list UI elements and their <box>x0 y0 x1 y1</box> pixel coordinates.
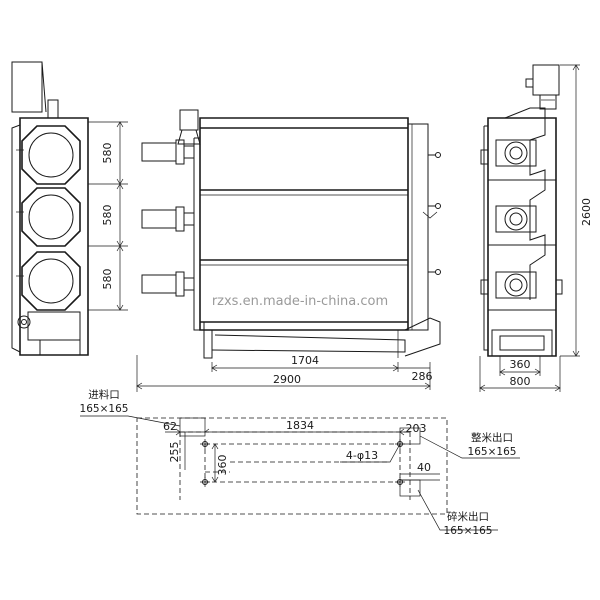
bolt-hole <box>395 477 405 487</box>
bolt-hole <box>200 439 210 449</box>
dim-1704: 1704 <box>291 354 319 367</box>
whole-rice-outlet-label: 整米出口 <box>471 431 513 444</box>
plan-view: 62 1834 203 255 360 4-φ13 40 进料口 165×165… <box>80 388 520 537</box>
inlet-label: 进料口 <box>88 388 120 401</box>
chamber-2 <box>21 187 81 247</box>
dim-2900: 2900 <box>273 373 301 386</box>
dim-360-plan: 360 <box>216 455 229 476</box>
broken-rice-outlet-size: 165×165 <box>444 525 493 537</box>
port-1 <box>495 139 537 167</box>
dim-2600: 2600 <box>580 198 593 226</box>
front-view: 1704 286 2900 <box>136 109 441 392</box>
dim-255: 255 <box>168 442 181 463</box>
pipe-1 <box>141 139 195 165</box>
inlet-size: 165×165 <box>80 403 129 415</box>
whole-rice-outlet-size: 165×165 <box>468 446 517 458</box>
port-3 <box>495 271 537 299</box>
pipe-3 <box>141 271 195 297</box>
dim-360: 360 <box>510 358 531 371</box>
dim-286: 286 <box>412 370 433 383</box>
bolt-hole-callout: 4-φ13 <box>346 449 378 462</box>
port-2 <box>495 205 537 233</box>
side-view: 580 580 580 <box>11 61 128 356</box>
dim-800: 800 <box>510 375 531 388</box>
end-view: 2600 360 800 <box>479 64 593 392</box>
dim-40: 40 <box>417 461 431 474</box>
dim-580-mid: 580 <box>101 205 114 226</box>
valve-2 <box>422 203 441 219</box>
dim-203: 203 <box>406 422 427 435</box>
bolt-hole <box>200 477 210 487</box>
valve-3 <box>428 269 441 275</box>
pipe-2 <box>141 206 195 232</box>
dim-62: 62 <box>163 420 177 433</box>
valve-1 <box>428 152 441 158</box>
chamber-1 <box>21 125 81 185</box>
chamber-3 <box>21 251 81 311</box>
dim-580-bottom: 580 <box>101 269 114 290</box>
watermark: rzxs.en.made-in-china.com <box>212 294 388 309</box>
dim-580-top: 580 <box>101 143 114 164</box>
dim-1834: 1834 <box>286 419 314 432</box>
broken-rice-outlet-label: 碎米出口 <box>447 510 489 523</box>
